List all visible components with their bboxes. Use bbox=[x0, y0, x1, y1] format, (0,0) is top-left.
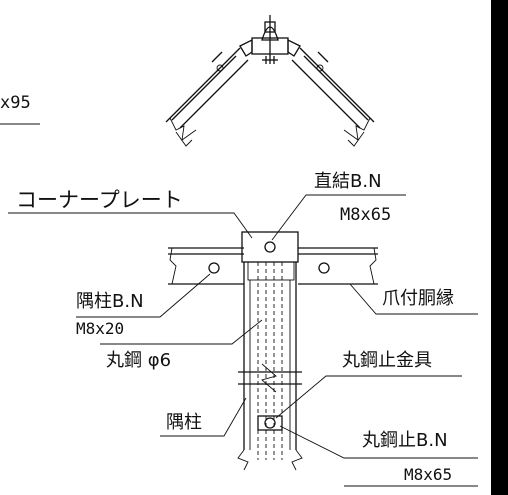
corner-post-bn-size: M8x20 bbox=[76, 319, 124, 338]
round-steel-stop-bn-label: 丸鋼止B.N bbox=[362, 430, 448, 451]
round-steel-stop-bn-leader bbox=[279, 425, 478, 459]
round-steel-stopper-label: 丸鋼止金具 bbox=[342, 350, 432, 371]
corner-post-bn-label: 隅柱B.N bbox=[76, 291, 144, 312]
top-corner-detail bbox=[165, 15, 375, 147]
direct-bn-size: M8x65 bbox=[340, 205, 391, 225]
corner-plate-leader bbox=[8, 212, 253, 239]
elevation-detail bbox=[168, 231, 378, 471]
right-border-bar bbox=[491, 0, 508, 495]
direct-bn-label: 直結B.N bbox=[314, 171, 382, 192]
round-steel-stopper-leader bbox=[275, 375, 462, 419]
claw-beam-label: 爪付胴縁 bbox=[382, 288, 454, 309]
corner-post-bn-leader bbox=[76, 273, 211, 318]
claw-beam-leader bbox=[349, 283, 478, 315]
direct-bn-leader bbox=[271, 194, 406, 241]
round-steel-stop-bn-size: M8x65 bbox=[404, 465, 452, 484]
partial-size-label: x95 bbox=[0, 93, 31, 113]
round-steel-leader bbox=[100, 319, 263, 345]
corner-post-leader bbox=[160, 397, 247, 437]
corner-plate-label: コーナープレート bbox=[16, 188, 183, 212]
corner-post-label: 隅柱 bbox=[166, 412, 202, 433]
round-steel-label: 丸鋼 φ6 bbox=[106, 350, 171, 371]
